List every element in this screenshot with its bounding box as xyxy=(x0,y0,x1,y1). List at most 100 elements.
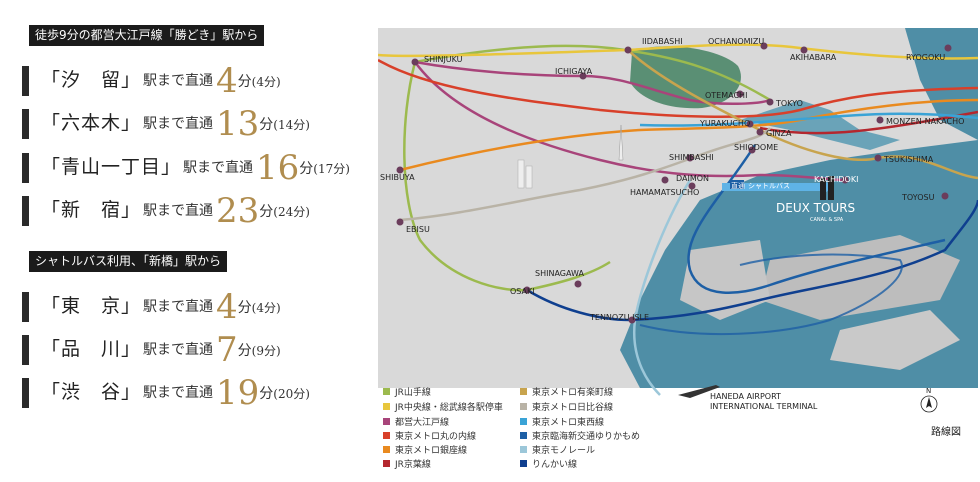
line-yurikamome-loop xyxy=(639,253,903,336)
legend-label: JR京葉線 xyxy=(395,460,431,470)
legend-label: JR中央線・総武線各駅停車 xyxy=(395,403,503,413)
legend-swatch xyxy=(520,446,527,453)
property-tower-1 xyxy=(820,178,826,200)
station-label-ebisu: EBISU xyxy=(406,225,430,234)
alt-time: (20分) xyxy=(273,387,310,401)
legend-label: 東京モノレール xyxy=(532,446,596,456)
legend-label: りんかい線 xyxy=(532,460,578,470)
route-map: 直通 シャトルバス DEUX TOURS CANAL & SPA xyxy=(378,28,978,413)
station-label-monzen: MONZEN-NAKACHO xyxy=(886,117,964,126)
station-dot-shiodome xyxy=(748,146,756,154)
route-suffix: 駅まで直通 xyxy=(143,116,214,132)
line-rinkai xyxy=(526,199,978,322)
station-dot-shibuya xyxy=(396,166,404,174)
bus-tag-box xyxy=(730,180,744,189)
legend-swatch xyxy=(383,446,390,453)
airport-label-1: HANEDA AIRPORT xyxy=(710,392,781,401)
route-bar xyxy=(22,335,29,365)
minute-unit: 分 xyxy=(259,386,274,402)
station-label-ginza: GINZA xyxy=(766,129,792,138)
station-dot-ginza xyxy=(756,128,764,136)
line-ginza xyxy=(399,98,978,172)
route-minutes: 16 xyxy=(256,148,300,188)
station-label-shibuya: SHIBUYA xyxy=(380,173,415,182)
route-bar xyxy=(22,292,29,322)
legend-swatch xyxy=(383,432,390,439)
line-marunouchi xyxy=(378,58,978,119)
minute-unit: 分 xyxy=(259,204,274,220)
station-dot-hamamatsucho xyxy=(688,182,696,190)
airport-label-2: INTERNATIONAL TERMINAL xyxy=(710,402,818,411)
alt-time: (17分) xyxy=(313,162,350,176)
property-name: DEUX TOURS xyxy=(776,201,855,215)
route-aoyama: 「青山一丁目」 駅まで直通 16 分 (17分) xyxy=(22,145,350,185)
legend-swatch xyxy=(383,460,390,467)
route-suffix: 駅まで直通 xyxy=(143,342,214,358)
route-suffix: 駅まで直通 xyxy=(143,299,214,315)
line-yurakucho xyxy=(627,49,978,180)
station-dot-monzen xyxy=(876,116,884,124)
station-dot-shinagawa xyxy=(574,280,582,288)
legend-label: 東京メトロ丸の内線 xyxy=(395,432,477,442)
island-3 xyxy=(830,310,960,370)
station-dot-shinjuku xyxy=(411,58,419,66)
legend-label: 東京臨海新交通ゆりかもめ xyxy=(532,432,641,442)
station-label-ichigaya: ICHIGAYA xyxy=(555,67,593,76)
station-dot-ochanomizu xyxy=(760,42,768,50)
alt-time: (14分) xyxy=(273,118,310,132)
route-bar xyxy=(22,196,29,226)
compass-needle xyxy=(926,397,932,408)
route-minutes: 19 xyxy=(216,373,260,413)
station-label-tokyo: TOKYO xyxy=(775,99,803,108)
route-shinjuku: 「新 宿」 駅まで直通 23 分 (24分) xyxy=(22,188,310,228)
line-yamanote xyxy=(403,61,611,292)
station-dot-tennozu xyxy=(628,316,636,324)
station-dot-shimbashi xyxy=(686,154,694,162)
legend-item: 東京メトロ丸の内線 xyxy=(383,429,476,442)
station-name: 「青山一丁目」 xyxy=(41,156,182,178)
property-tower-2 xyxy=(828,176,834,200)
line-yurikamome xyxy=(687,144,946,294)
travel-time-panel: 徒歩9分の都営大江戸線「勝どき」駅から 「汐 留」 駅まで直通 4 分 (4分)… xyxy=(0,0,380,482)
route-suffix: 駅まで直通 xyxy=(143,385,214,401)
station-label-akihabara: AKIHABARA xyxy=(790,53,837,62)
legend-item: 東京メトロ有楽町線 xyxy=(520,385,613,398)
line-keiyo xyxy=(759,110,978,135)
minute-unit: 分 xyxy=(299,161,314,177)
route-suffix: 駅まで直通 xyxy=(183,160,254,176)
alt-time: (4分) xyxy=(251,301,281,315)
station-dot-tokyo xyxy=(766,98,774,106)
station-dot-ryogoku xyxy=(944,44,952,52)
shuttle-bus-arrow xyxy=(722,178,834,196)
station-label-tsukishima: TSUKISHIMA xyxy=(883,155,934,164)
line-chuo-sobu xyxy=(378,43,978,60)
legend-swatch xyxy=(383,388,390,395)
alt-time: (24分) xyxy=(273,205,310,219)
station-dot-toyosu xyxy=(941,192,949,200)
route-bar xyxy=(22,109,29,139)
legend-swatch xyxy=(520,418,527,425)
legend-item: 都営大江戸線 xyxy=(383,415,449,428)
station-label-ochanomizu: OCHANOMIZU xyxy=(708,37,764,46)
legend-item: 東京メトロ銀座線 xyxy=(383,443,467,456)
route-shiodome: 「汐 留」 駅まで直通 4 分 (4分) xyxy=(22,58,281,98)
station-dot-tsukishima xyxy=(874,154,882,162)
route-suffix: 駅まで直通 xyxy=(143,203,214,219)
minute-unit: 分 xyxy=(259,117,274,133)
route-minutes: 4 xyxy=(216,287,238,327)
route-minutes: 7 xyxy=(216,330,238,370)
route-minutes: 13 xyxy=(216,104,260,144)
legend-item: JR中央線・総武線各駅停車 xyxy=(383,400,503,413)
station-label-otemachi: OTEMACHI xyxy=(705,91,747,100)
building-icon xyxy=(525,165,533,189)
station-label-yurakucho: YURAKUCHO xyxy=(699,119,750,128)
compass-label: N xyxy=(926,387,931,395)
route-bar xyxy=(22,66,29,96)
legend-item: JR京葉線 xyxy=(383,457,431,470)
legend-item: 東京メトロ日比谷線 xyxy=(520,400,613,413)
legend-swatch xyxy=(520,432,527,439)
legend-item: りんかい線 xyxy=(520,457,577,470)
route-shibuya: 「渋 谷」 駅まで直通 19 分 (20分) xyxy=(22,370,310,410)
station-label-kachidoki: KACHIDOKI xyxy=(814,175,858,184)
station-dot-ebisu xyxy=(396,218,404,226)
